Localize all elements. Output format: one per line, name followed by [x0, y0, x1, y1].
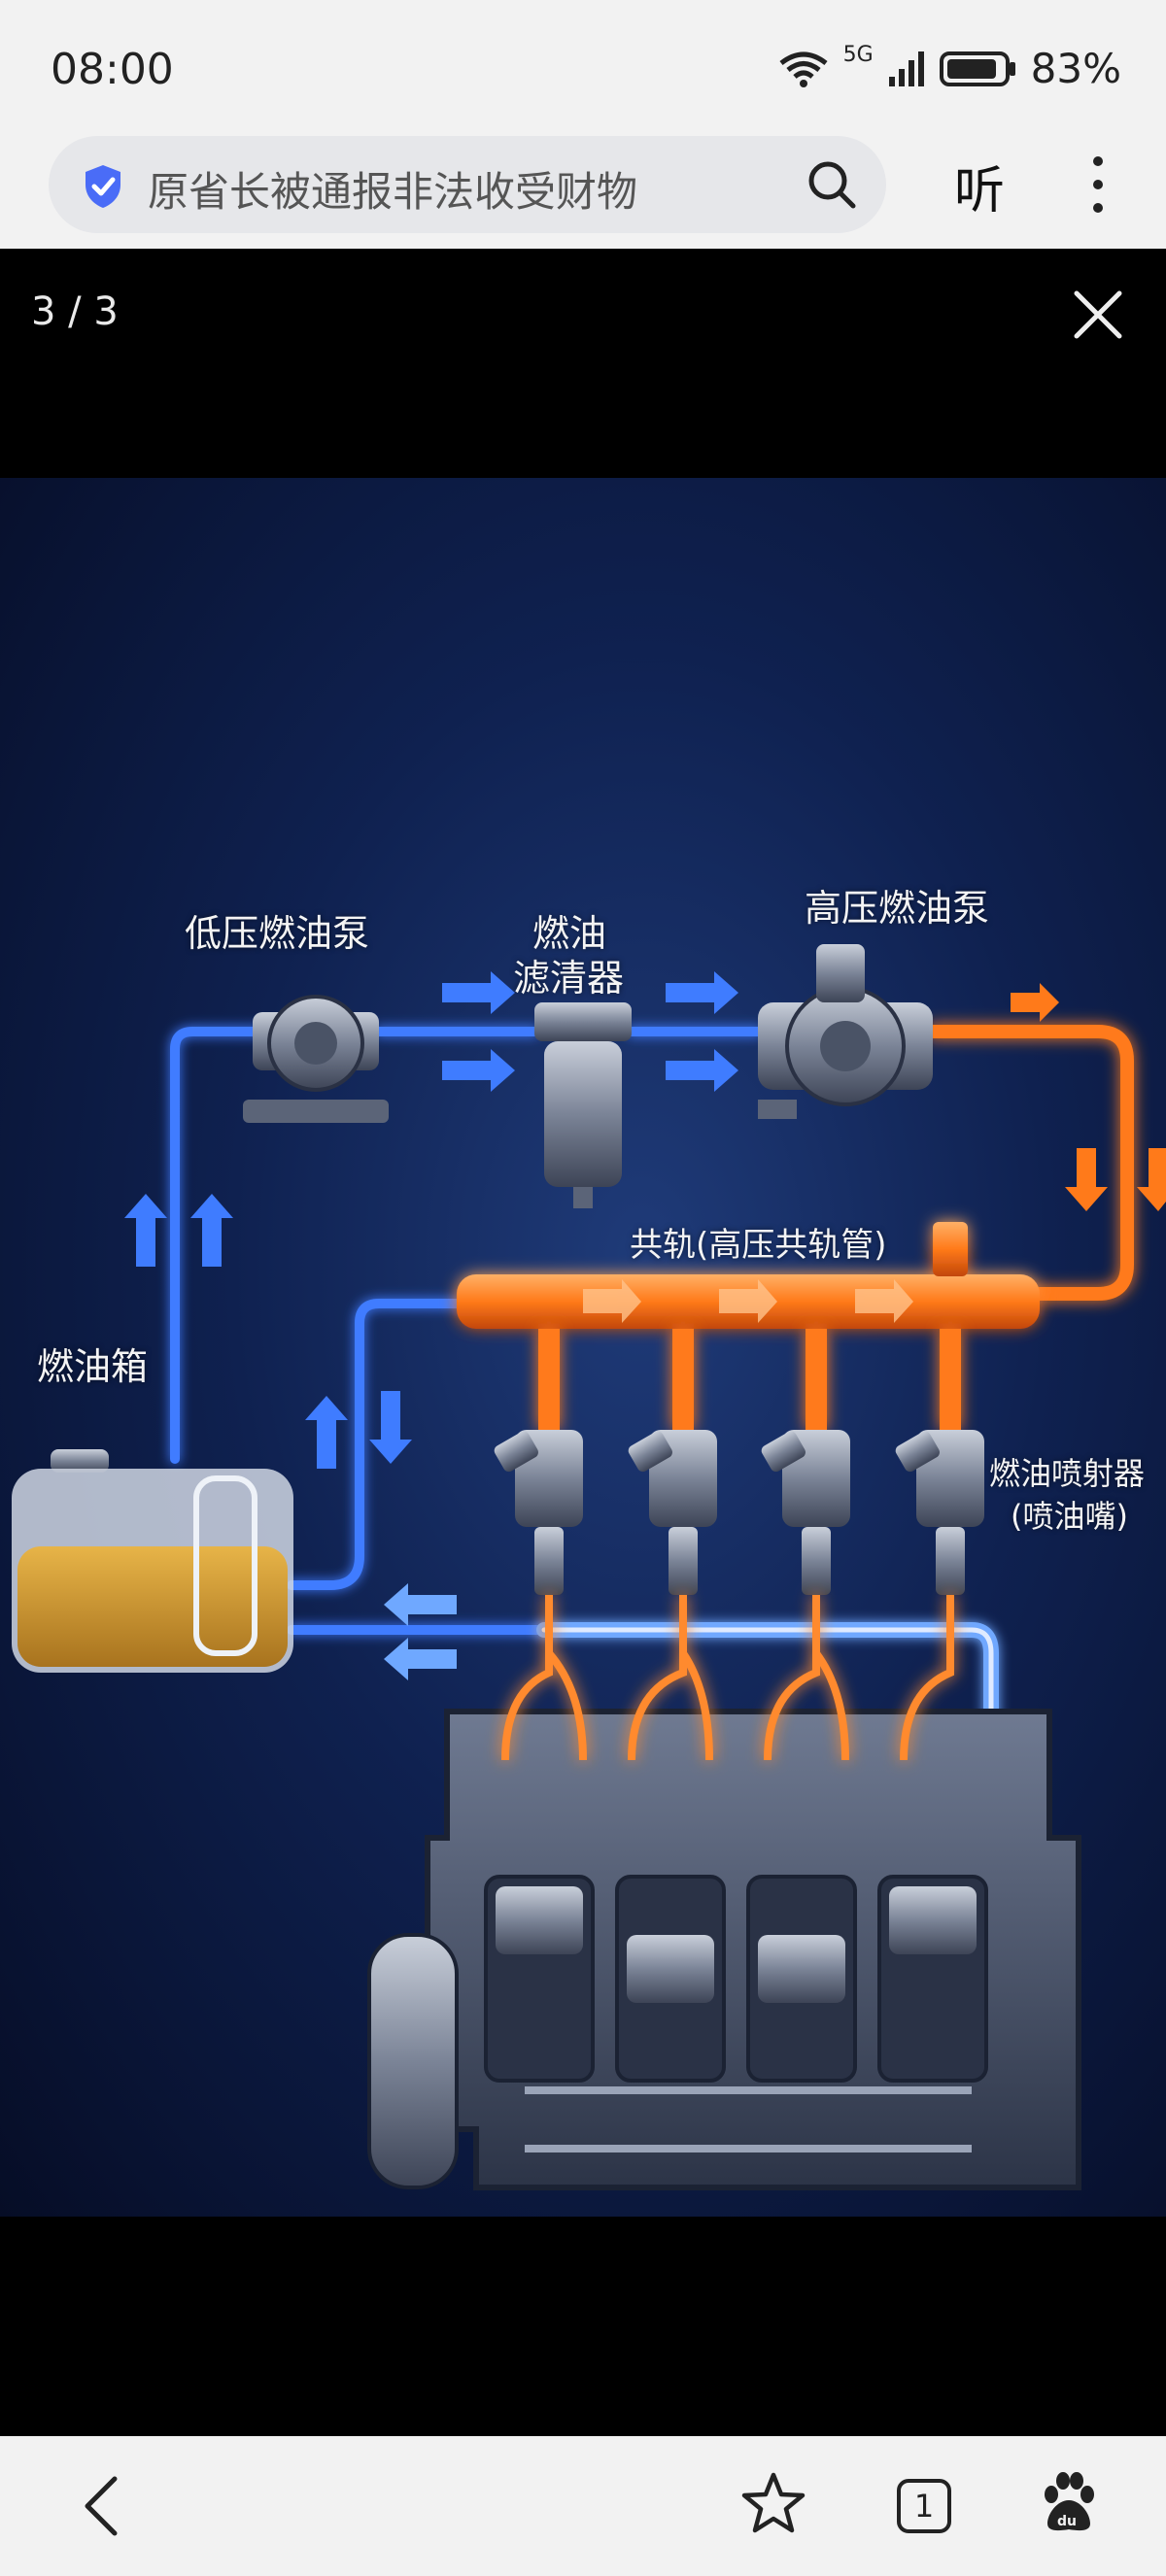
wifi-icon [779, 51, 828, 87]
flow-arrows [124, 971, 738, 1680]
engine-lines [501, 1595, 954, 1761]
image-viewer: 3 / 3 [0, 249, 1166, 2436]
back-icon[interactable] [82, 2475, 120, 2537]
diagram-graphics [12, 944, 1166, 2190]
top-bar: 原省长被通报非法收受财物 听 [0, 126, 1166, 249]
fuel-tank-graphic [12, 1449, 293, 1673]
low-pressure-lines [170, 1027, 763, 1635]
tab-count-button[interactable]: 1 [897, 2479, 951, 2533]
low-pressure-pump [243, 995, 389, 1123]
injectors [494, 1430, 984, 1595]
high-pressure-lines [926, 1025, 1134, 1301]
label-injector-line2: (喷油嘴) [1011, 1498, 1128, 1535]
image-counter: 3 / 3 [31, 289, 119, 334]
star-icon[interactable] [740, 2471, 806, 2535]
label-filter-line1: 燃油 [532, 912, 607, 955]
battery-icon [939, 51, 1015, 86]
label-filter-line2: 滤清器 [513, 957, 625, 1000]
label-low-pressure-pump: 低压燃油泵 [185, 912, 370, 955]
status-icons: 5G 83% [777, 43, 1121, 92]
label-fuel-tank: 燃油箱 [37, 1345, 149, 1388]
svg-text:du: du [1057, 2514, 1077, 2529]
status-time: 08:00 [51, 45, 174, 94]
close-icon[interactable] [1073, 289, 1123, 340]
fuel-system-diagram[interactable]: 低压燃油泵 燃油 滤清器 高压燃油泵 共轨(高压共轨管) 燃油箱 燃油喷射器 (… [0, 478, 1166, 2217]
battery-level: 83% [1030, 45, 1121, 92]
high-pressure-pump [758, 944, 933, 1119]
signal-icon [888, 51, 924, 86]
bottom-nav: 1 du [0, 2436, 1166, 2576]
search-query: 原省长被通报非法收受财物 [148, 168, 638, 216]
label-injector-line1: 燃油喷射器 [989, 1455, 1146, 1492]
network-type: 5G [842, 43, 874, 67]
baidu-paw-icon[interactable]: du [1040, 2471, 1098, 2533]
more-icon[interactable] [1080, 153, 1115, 216]
label-high-pressure-pump: 高压燃油泵 [805, 887, 990, 930]
status-bar: 08:00 5G 83% [0, 0, 1166, 136]
search-box[interactable]: 原省长被通报非法收受财物 [49, 136, 886, 233]
listen-button[interactable]: 听 [954, 162, 1006, 220]
rail-drops [538, 1329, 961, 1430]
label-common-rail: 共轨(高压共轨管) [630, 1226, 887, 1265]
engine-block [367, 1709, 1081, 2190]
shield-check-icon [86, 165, 120, 208]
search-icon[interactable] [806, 159, 857, 210]
fuel-filter [534, 1002, 632, 1208]
